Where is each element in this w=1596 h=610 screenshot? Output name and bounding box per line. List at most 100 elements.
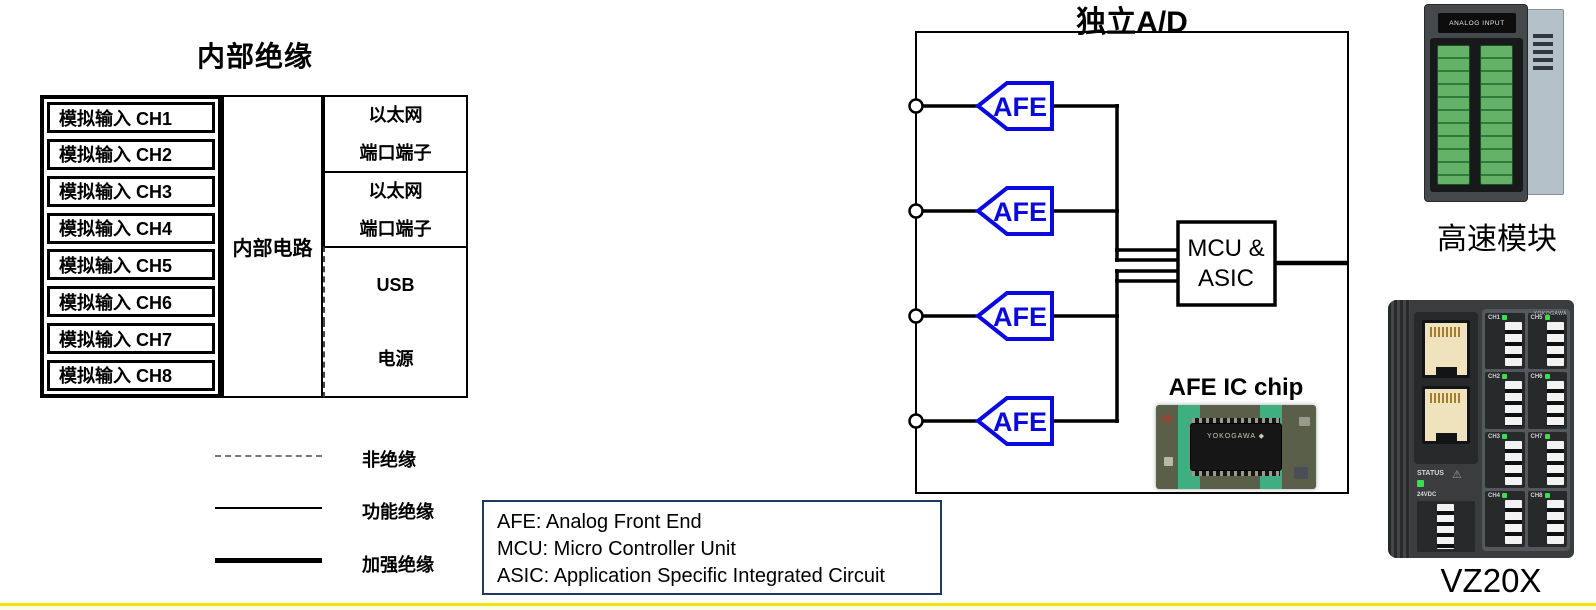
bottom-highlight-bar	[0, 603, 1596, 610]
legend-label-reinforced-insulation: 加强绝缘	[362, 555, 434, 575]
channel-led	[1502, 374, 1507, 380]
connector-strip	[1547, 440, 1564, 485]
afe-block-1	[974, 81, 1054, 131]
legend-label-non-insulated: 非绝缘	[362, 450, 416, 470]
analog-channel-group-box: 模拟输入 CH1 模拟输入 CH2 模拟输入 CH3 模拟输入 CH4 模拟输入…	[40, 95, 222, 398]
abbreviation-box: AFE: Analog Front End MCU: Micro Control…	[482, 500, 942, 595]
vz20x-channel-block: CH7	[1527, 431, 1567, 488]
pcb-component	[1299, 417, 1310, 426]
channel-led	[1502, 492, 1507, 498]
channel-label: CH1	[1488, 315, 1501, 321]
pcb-component	[1162, 415, 1172, 423]
connector-strip	[1504, 499, 1522, 544]
afe-ic-chip-caption: AFE IC chip	[1168, 374, 1304, 401]
legend-label-functional-insulation: 功能绝缘	[362, 502, 434, 522]
channel-label: CH5	[1530, 315, 1543, 321]
internal-circuit-cell: 内部电路	[222, 95, 323, 398]
independent-ad-schematic: AFE AFE AFE AFE MCU & ASIC	[908, 31, 1349, 494]
chip-marking-text: YOKOGAWA ◆	[1206, 433, 1266, 440]
channel-led	[1544, 315, 1550, 320]
interface-cell-usb: USB	[323, 246, 468, 323]
input-terminal-1	[908, 98, 924, 114]
rj45-pins	[1430, 327, 1462, 337]
vz20x-photo: CH1 CH5 CH2 CH6 CH3	[1388, 300, 1574, 558]
vz20x-power-label: 24VDC	[1417, 492, 1437, 498]
channel-led	[1502, 315, 1507, 320]
afe-block-4	[974, 396, 1054, 446]
connector-strip	[1547, 499, 1564, 544]
analog-channel-cell: 模拟输入 CH2	[47, 138, 215, 170]
afe-block-3	[974, 291, 1054, 341]
terminal-strip	[1437, 45, 1470, 185]
interface-cell-line: 端口端子	[359, 143, 432, 163]
input-terminal-3	[908, 308, 924, 324]
independent-ad-title: 独立A/D	[1076, 6, 1188, 39]
channel-label: CH7	[1530, 433, 1543, 440]
analog-channel-cell: 模拟输入 CH6	[47, 286, 215, 318]
warning-icon: ⚠	[1452, 469, 1462, 481]
vz20x-channel-block: CH4	[1485, 490, 1525, 547]
analog-channel-cell: 模拟输入 CH5	[47, 249, 215, 281]
chip-pin-row	[1192, 418, 1280, 424]
vz20x-channel-block: CH5	[1527, 313, 1567, 370]
afe-label-2: AFE	[993, 197, 1047, 227]
module-terminal-bed	[1430, 38, 1523, 192]
afe-block-2	[974, 186, 1054, 236]
vz20x-channel-block: CH2	[1485, 372, 1525, 429]
terminal-strip	[1480, 45, 1513, 185]
pcb-component	[1294, 467, 1308, 479]
vz20x-channel-block: CH1	[1485, 313, 1525, 370]
vz20x-side-ribs	[1388, 300, 1410, 558]
mcu-asic-label-line2: ASIC	[1198, 265, 1254, 292]
channel-label: CH6	[1530, 374, 1543, 381]
rj45-port	[1422, 386, 1470, 444]
high-speed-module-caption: 高速模块	[1437, 223, 1557, 256]
abbreviation-line-afe: AFE: Analog Front End	[497, 511, 702, 533]
vz20x-channel-block: CH3	[1485, 431, 1525, 488]
vz20x-caption: VZ20X	[1440, 562, 1542, 599]
connector-strip	[1504, 322, 1522, 367]
interface-cell-line: 以太网	[368, 105, 423, 125]
vz20x-power-terminal	[1417, 501, 1475, 552]
afe-label-4: AFE	[993, 407, 1047, 437]
module-faceplate-label: ANALOG INPUT	[1438, 13, 1516, 33]
analog-channel-cell: 模拟输入 CH8	[47, 359, 215, 391]
vz20x-channel-panel: CH1 CH5 CH2 CH6 CH3	[1482, 309, 1570, 551]
channel-led	[1544, 374, 1550, 380]
afe-ic-chip-photo: YOKOGAWA ◆	[1156, 405, 1316, 489]
connector-strip	[1504, 381, 1522, 426]
rj45-notch	[1435, 367, 1457, 375]
chip-pin-row	[1192, 470, 1280, 476]
connector-strip	[1437, 504, 1454, 549]
vz20x-channel-block: CH6	[1527, 372, 1567, 429]
interface-cell-ethernet-1: 以太网 端口端子	[323, 95, 468, 173]
connector-strip	[1504, 440, 1522, 485]
channel-label: CH4	[1488, 492, 1501, 499]
connector-strip	[1547, 322, 1564, 367]
channel-led	[1502, 433, 1507, 439]
interface-cell-line: 端口端子	[359, 218, 432, 239]
module-front-body: ANALOG INPUT	[1424, 4, 1528, 202]
rj45-port	[1422, 320, 1470, 378]
legend-line-reinforced-insulation	[215, 558, 322, 563]
mcu-asic-label-line1: MCU &	[1187, 235, 1264, 262]
abbreviation-line-mcu: MCU: Micro Controller Unit	[497, 538, 736, 560]
legend-line-functional-insulation	[215, 507, 322, 509]
rj45-notch	[1435, 433, 1457, 441]
interface-cell-power: 电源	[323, 321, 468, 398]
module-vent-slots	[1533, 34, 1553, 74]
vz20x-channel-block: CH8	[1527, 490, 1567, 547]
afe-label-1: AFE	[993, 92, 1047, 122]
pcb-component	[1164, 457, 1173, 466]
channel-led	[1544, 492, 1550, 498]
connector-strip	[1547, 381, 1564, 426]
channel-label: CH3	[1488, 433, 1501, 440]
interface-cell-ethernet-2: 以太网 端口端子	[323, 171, 468, 248]
interface-cell-line: 电源	[377, 348, 414, 369]
analog-channel-cell: 模拟输入 CH1	[47, 102, 215, 133]
afe-label-3: AFE	[993, 302, 1047, 332]
legend-line-non-insulated	[215, 455, 322, 457]
mcu-asic-box	[1176, 220, 1277, 307]
interface-cell-line: USB	[376, 274, 415, 295]
